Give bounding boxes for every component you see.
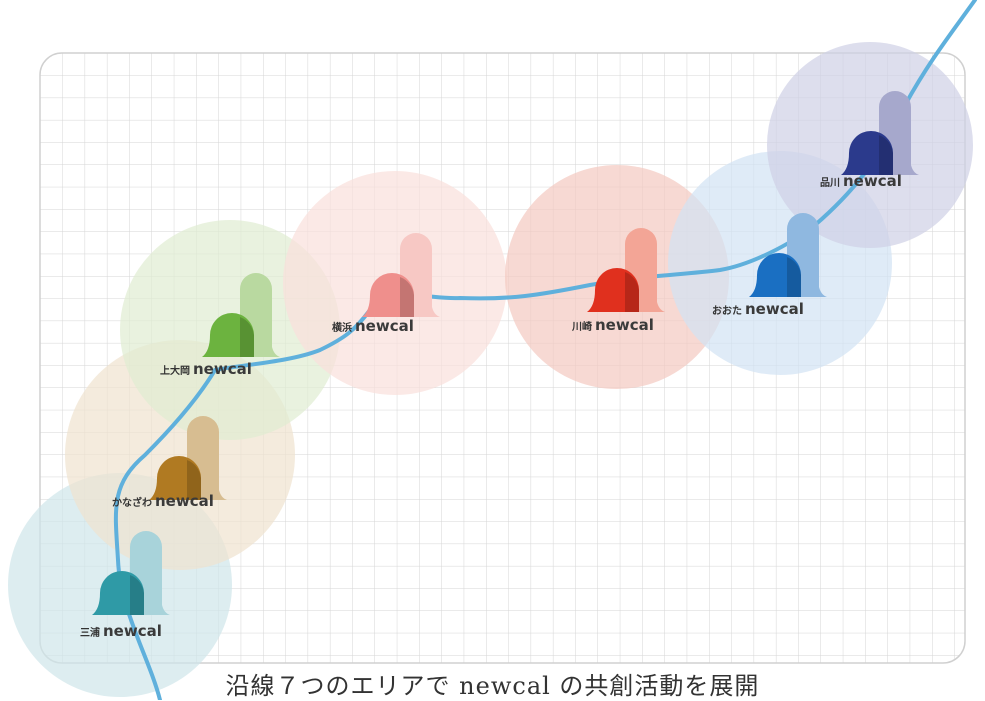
station-pin-4	[362, 233, 440, 317]
station-pin-3	[202, 273, 280, 357]
station-pin-2	[149, 416, 227, 500]
station-pin-6	[749, 213, 827, 297]
station-pin-7	[841, 91, 919, 175]
station-pin-1	[92, 531, 170, 615]
caption: 沿線７つのエリアで newcal の共創活動を展開	[225, 672, 760, 700]
area-circles	[8, 42, 973, 697]
station-pin-5	[587, 228, 665, 312]
